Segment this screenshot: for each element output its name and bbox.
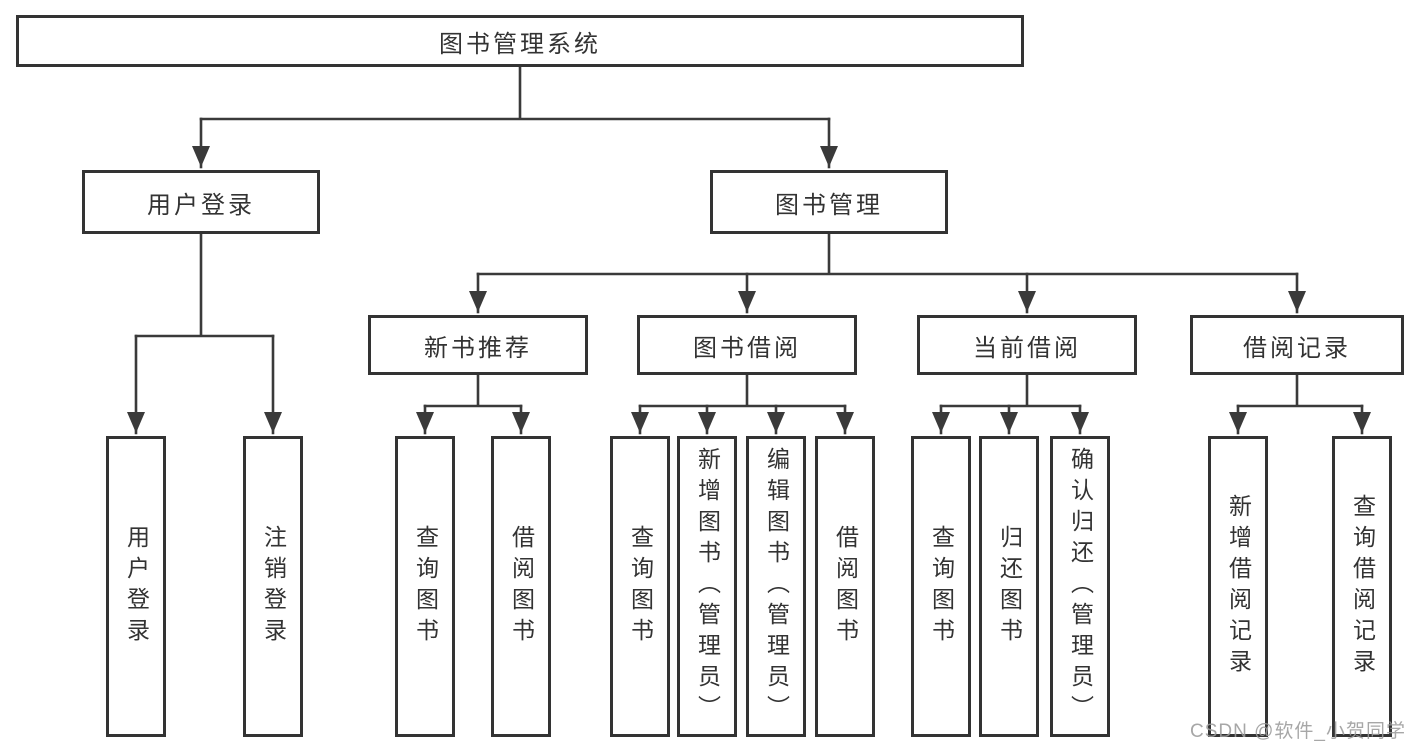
node-library-system: 图书管理系统 <box>16 15 1024 67</box>
leaf-edit-book-admin: 编辑图书（管理员） <box>746 436 806 737</box>
leaf-label: 新增图书（管理员） <box>694 447 721 726</box>
leaf-borrow-books-borrowing: 借阅图书 <box>815 436 875 737</box>
leaf-label: 借阅图书 <box>508 524 535 649</box>
leaf-label: 归还图书 <box>996 524 1023 649</box>
leaf-label: 借阅图书 <box>832 524 859 649</box>
leaf-label: 查询图书 <box>928 524 955 649</box>
node-current-borrowing: 当前借阅 <box>917 315 1137 375</box>
leaf-return-book: 归还图书 <box>979 436 1039 737</box>
leaf-label: 注销登录 <box>260 524 287 649</box>
connector-borrowing-branch <box>638 373 847 408</box>
connector-new-rec-branch <box>423 373 523 408</box>
leaf-label: 查询图书 <box>627 524 654 649</box>
leaf-query-books-borrowing: 查询图书 <box>610 436 670 737</box>
leaf-query-borrow-record: 查询借阅记录 <box>1332 436 1392 737</box>
leaf-logout: 注销登录 <box>243 436 303 737</box>
connector-records-branch <box>1236 373 1364 408</box>
leaf-label: 用户登录 <box>123 524 150 649</box>
leaf-confirm-return-admin: 确认归还（管理员） <box>1050 436 1110 737</box>
connector-book-mgmt-branch <box>476 232 1299 276</box>
leaf-add-borrow-record: 新增借阅记录 <box>1208 436 1268 737</box>
connector-root-branch <box>199 65 831 121</box>
node-new-book-recommend: 新书推荐 <box>368 315 588 375</box>
leaf-label: 编辑图书（管理员） <box>763 447 790 726</box>
leaf-label: 确认归还（管理员） <box>1067 447 1094 726</box>
leaf-query-books-recommend: 查询图书 <box>395 436 455 737</box>
leaf-label: 查询图书 <box>412 524 439 649</box>
csdn-watermark: CSDN @软件_小贺同学 <box>1190 721 1405 742</box>
leaf-add-book-admin: 新增图书（管理员） <box>677 436 737 737</box>
leaf-label: 查询借阅记录 <box>1349 493 1376 680</box>
node-book-management: 图书管理 <box>710 170 948 234</box>
leaf-query-books-current: 查询图书 <box>911 436 971 737</box>
leaf-label: 新增借阅记录 <box>1225 493 1252 680</box>
connector-current-branch <box>939 373 1082 408</box>
node-book-borrowing: 图书借阅 <box>637 315 857 375</box>
node-user-login: 用户登录 <box>82 170 320 234</box>
leaf-borrow-books-recommend: 借阅图书 <box>491 436 551 737</box>
connector-user-login-branch <box>134 232 275 338</box>
node-borrowing-records: 借阅记录 <box>1190 315 1404 375</box>
leaf-user-login: 用户登录 <box>106 436 166 737</box>
